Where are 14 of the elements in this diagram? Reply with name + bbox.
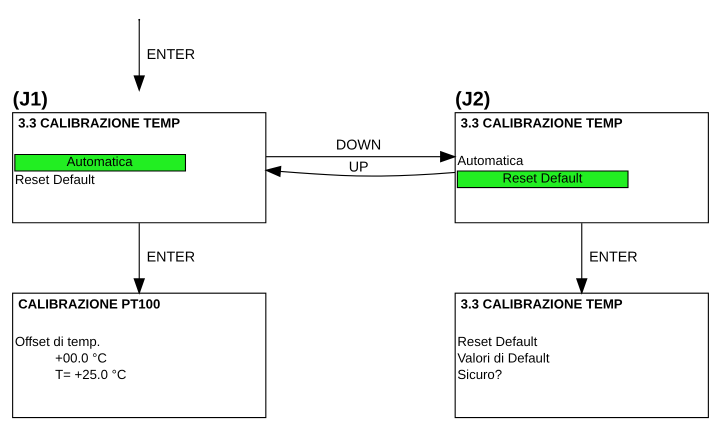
arrow: [133, 222, 146, 294]
node-label: (J1): [12, 88, 48, 110]
edge-label: ENTER: [589, 249, 638, 266]
arrow: [264, 165, 456, 177]
node-label: (J2): [455, 88, 490, 110]
edge-label: DOWN: [336, 136, 382, 153]
arrow: [266, 150, 457, 162]
node-box: CALIBRAZIONE PT100 Offset di temp. +00.0 °C T= +25.0 °C: [12, 292, 266, 418]
edge-label: ENTER: [146, 249, 196, 266]
edge-label: ENTER: [146, 46, 196, 63]
arrow: [576, 222, 588, 294]
edge-label: UP: [348, 158, 368, 175]
node-box: 3.3 CALIBRAZIONE TEMP Reset Default Valori di Default Sicuro?: [454, 292, 709, 418]
arrow: [133, 20, 146, 92]
